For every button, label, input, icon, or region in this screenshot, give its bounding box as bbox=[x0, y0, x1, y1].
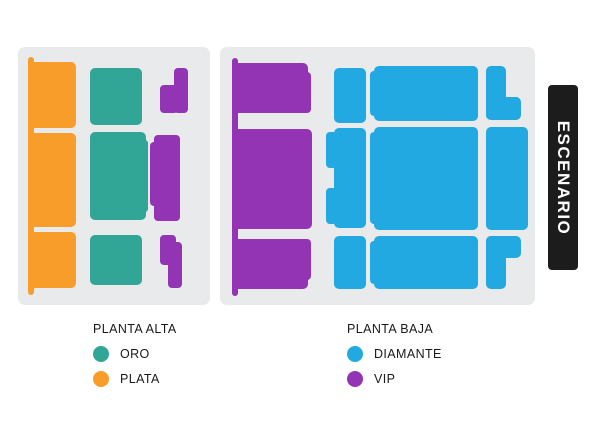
legend-dot-oro-icon bbox=[93, 346, 109, 362]
seat-section-vip-pb-mid[interactable] bbox=[232, 129, 312, 229]
seat-section-oro-mid[interactable] bbox=[90, 132, 146, 220]
legend-planta-baja: PLANTA BAJA DIAMANTE VIP bbox=[347, 322, 442, 396]
seat-section-vip-ua-upper-step[interactable] bbox=[160, 85, 178, 113]
seat-section-vip-pb-bottom-tab[interactable] bbox=[300, 239, 311, 280]
legend-item-plata[interactable]: PLATA bbox=[93, 371, 177, 387]
seat-section-oro-mid-tab[interactable] bbox=[142, 140, 148, 212]
seat-section-diamante-center-notch-top[interactable] bbox=[370, 71, 378, 116]
escenario-stage-label: ESCENARIO bbox=[554, 120, 573, 235]
seat-section-diamante-left-top[interactable] bbox=[334, 68, 366, 123]
seat-section-oro-top[interactable] bbox=[90, 68, 142, 125]
legend-label-vip: VIP bbox=[374, 372, 396, 386]
seat-section-diamante-center-notch-mid[interactable] bbox=[370, 132, 378, 224]
legend-label-plata: PLATA bbox=[120, 372, 160, 386]
seat-section-vip-pb-top[interactable] bbox=[232, 63, 308, 113]
seat-section-vip-ua-mid-notch[interactable] bbox=[150, 142, 158, 206]
escenario-stage: ESCENARIO bbox=[548, 85, 578, 270]
seat-section-diamante-left-bottom[interactable] bbox=[334, 236, 366, 289]
legend-item-vip[interactable]: VIP bbox=[347, 371, 442, 387]
legend-title-planta-alta: PLANTA ALTA bbox=[93, 322, 177, 336]
legend-item-diamante[interactable]: DIAMANTE bbox=[347, 346, 442, 362]
legend-dot-plata-icon bbox=[93, 371, 109, 387]
seat-section-diamante-center-notch-bottom[interactable] bbox=[370, 241, 378, 284]
seat-section-oro-bottom[interactable] bbox=[90, 235, 142, 285]
seat-section-diamante-left-mid[interactable] bbox=[334, 128, 366, 228]
legend-dot-diamante-icon bbox=[347, 346, 363, 362]
panel-planta-alta[interactable] bbox=[18, 47, 210, 305]
seat-section-diamante-right-bottom-vert[interactable] bbox=[486, 236, 506, 289]
seat-section-vip-pb-top-tab[interactable] bbox=[300, 72, 311, 113]
seat-section-diamante-right-mid[interactable] bbox=[486, 127, 528, 230]
seat-section-diamante-center-top[interactable] bbox=[374, 66, 478, 121]
seat-section-diamante-left-notch-bottom[interactable] bbox=[326, 188, 337, 224]
seat-section-vip-ua-mid-main[interactable] bbox=[154, 135, 180, 221]
seat-section-plata-top[interactable] bbox=[28, 62, 76, 128]
legend-label-oro: ORO bbox=[120, 347, 150, 361]
legend-planta-alta: PLANTA ALTA ORO PLATA bbox=[93, 322, 177, 396]
legend-title-planta-baja: PLANTA BAJA bbox=[347, 322, 434, 336]
seat-section-diamante-center-mid[interactable] bbox=[374, 127, 478, 230]
seat-section-vip-pb-bottom[interactable] bbox=[232, 239, 308, 289]
venue-seating-map: ESCENARIO bbox=[18, 47, 578, 305]
panel-planta-baja[interactable] bbox=[220, 47, 535, 305]
seat-section-diamante-center-bottom[interactable] bbox=[374, 236, 478, 289]
seat-section-vip-ua-lower-tall[interactable] bbox=[168, 242, 182, 288]
seat-section-plata-bottom[interactable] bbox=[28, 232, 76, 288]
seat-section-diamante-right-top-horiz[interactable] bbox=[486, 97, 521, 120]
legend-item-oro[interactable]: ORO bbox=[93, 346, 177, 362]
seat-section-plata-mid[interactable] bbox=[28, 133, 76, 227]
seat-section-diamante-left-notch-top[interactable] bbox=[326, 132, 337, 168]
legend-dot-vip-icon bbox=[347, 371, 363, 387]
legend-label-diamante: DIAMANTE bbox=[374, 347, 442, 361]
